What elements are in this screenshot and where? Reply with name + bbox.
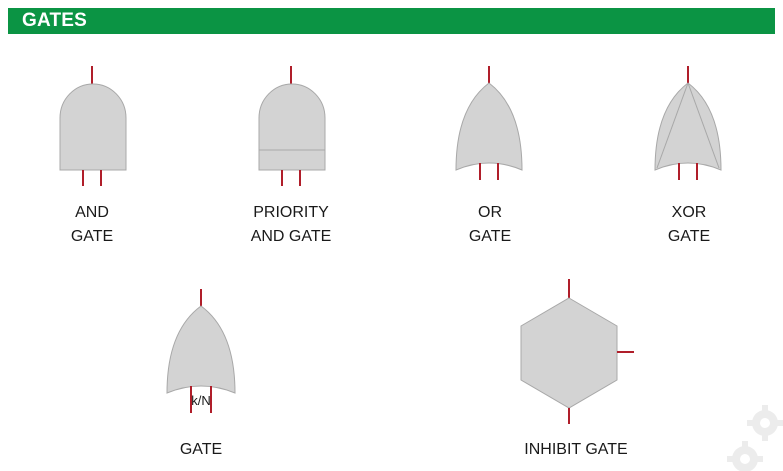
gear-icon	[727, 405, 783, 471]
priority-and-gate-symbol	[258, 66, 326, 186]
xor-gate-inner-line	[656, 82, 689, 169]
priority-and-gate-label: PRIORITY AND GATE	[250, 204, 332, 245]
xor-gate-label: XOR GATE	[667, 204, 711, 245]
section-header: GATES	[8, 8, 775, 34]
inhibit-gate-label: INHIBIT GATE	[524, 441, 628, 458]
and-gate-symbol	[59, 66, 127, 186]
or-gate-body	[455, 82, 523, 171]
xor-gate-inner-line	[687, 82, 720, 169]
priority-and-gate-body	[258, 83, 326, 171]
section-title: GATES	[22, 10, 88, 31]
voting-gate-kn-text: k/N	[191, 393, 211, 408]
xor-gate-symbol	[654, 66, 722, 180]
or-gate-symbol	[455, 66, 523, 180]
xor-gate-body	[654, 82, 722, 171]
voting-gate-symbol: k/N	[166, 289, 236, 413]
inhibit-gate-body	[520, 297, 618, 409]
voting-gate-body	[166, 305, 236, 394]
or-gate-label: OR GATE	[468, 204, 512, 245]
voting-gate-label: GATE	[179, 441, 223, 458]
and-gate-label: AND GATE	[70, 204, 114, 245]
and-gate-body	[59, 83, 127, 171]
inhibit-gate-symbol	[520, 279, 634, 424]
